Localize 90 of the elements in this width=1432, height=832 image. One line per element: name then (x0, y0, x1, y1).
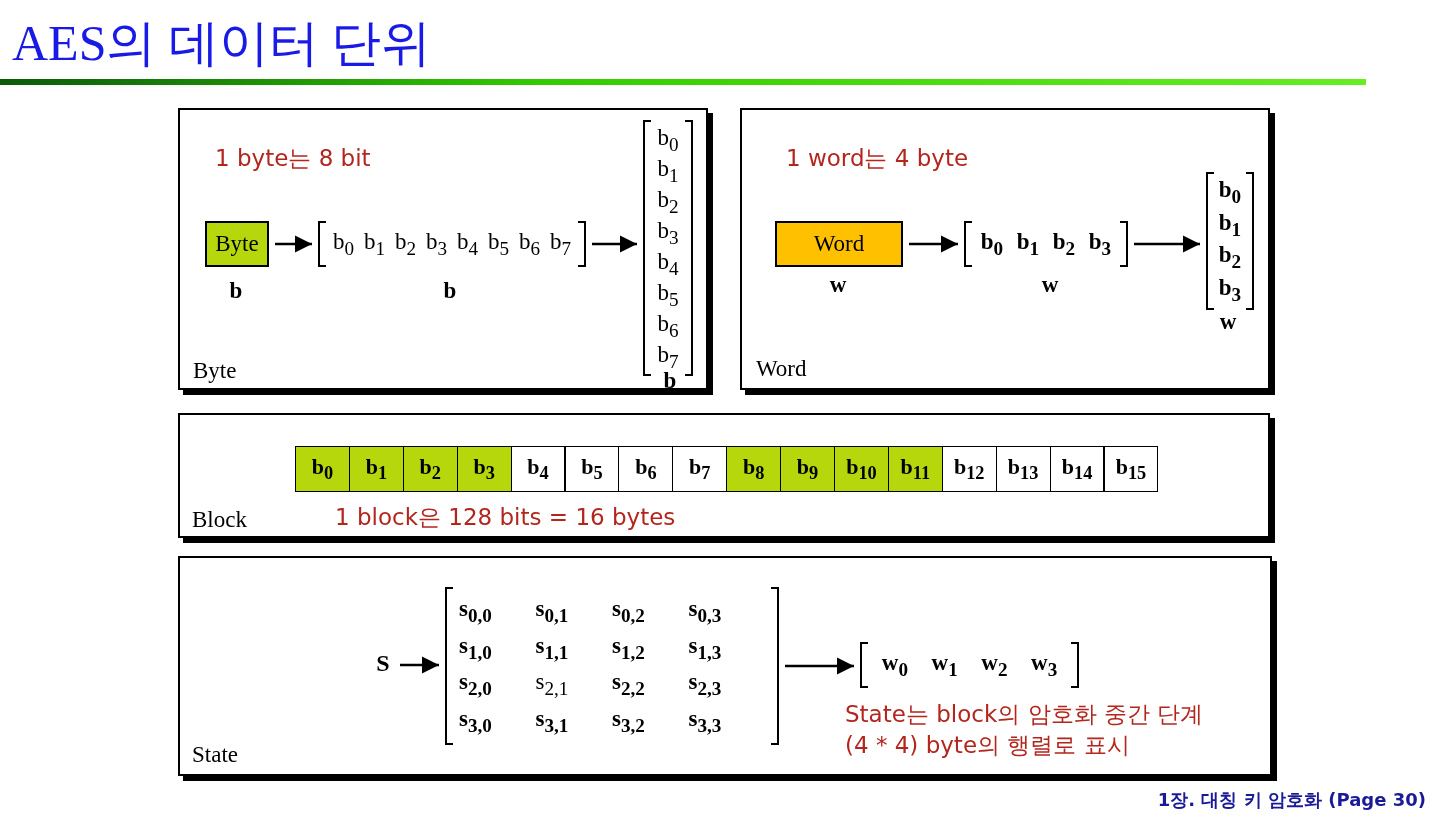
byte-cell: b$_{8}$ (726, 446, 782, 492)
matrix-entry: b$_{2}$ (394, 230, 417, 258)
state-matrix (445, 587, 779, 745)
byte-cell: b$_{7}$ (672, 446, 728, 492)
byte-cell: b$_{3}$ (456, 446, 512, 492)
byte-cell: b$_{11}$ (887, 446, 943, 492)
byte-cell: b$_{13}$ (995, 446, 1051, 492)
matrix-entry: w$_{3}$ (1031, 651, 1058, 679)
panel-title: Word (756, 356, 807, 382)
matrix-entry: s$_{1,2}$ (612, 633, 646, 662)
matrix-entry: s$_{1,1}$ (535, 633, 570, 662)
matrix-entry: s$_{3,3}$ (688, 706, 723, 735)
byte-cell: b$_{9}$ (780, 446, 835, 492)
matrix-entry: b$_{1}$ (657, 156, 679, 185)
arrow (1134, 235, 1200, 253)
page-footer: 1장. 대칭 키 암호화 (Page 30) (1157, 788, 1426, 812)
row-matrix (318, 221, 586, 267)
variable-label: S (372, 650, 394, 680)
matrix-entry: s$_{1,0}$ (459, 633, 493, 662)
matrix-entry: b$_{4}$ (456, 230, 479, 258)
matrix-entry: s$_{2,3}$ (688, 670, 723, 699)
matrix-entry: b$_{3}$ (657, 218, 679, 247)
matrix-entry: b$_{2}$ (1218, 243, 1242, 272)
variable-label: b (663, 368, 677, 394)
matrix-entry: s$_{0,3}$ (688, 597, 723, 626)
byte-cell: b$_{2}$ (402, 446, 458, 492)
matrix-entry: s$_{3,2}$ (612, 706, 646, 735)
matrix-entry: s$_{1,3}$ (688, 633, 723, 662)
matrix-entry: b$_{5}$ (487, 230, 510, 258)
byte-cell: b$_{4}$ (510, 446, 566, 492)
byte-cell: b$_{0}$ (295, 446, 350, 492)
byte-cell: b$_{12}$ (941, 446, 997, 492)
data-box: Word (775, 221, 903, 267)
matrix-entry: w$_{2}$ (981, 651, 1008, 679)
matrix-entry: b$_{1}$ (1218, 210, 1242, 239)
matrix-entry: b$_{0}$ (332, 230, 355, 258)
matrix-entry: b$_{0}$ (657, 125, 679, 154)
variable-label: b (443, 278, 457, 304)
matrix-entry: s$_{0,2}$ (612, 597, 646, 626)
matrix-entry: b$_{1}$ (363, 230, 386, 258)
arrow (592, 235, 637, 253)
matrix-entry: b$_{3}$ (1218, 275, 1242, 304)
matrix-entry: b$_{7}$ (549, 230, 572, 258)
arrow (275, 235, 312, 253)
note-text: State는 block의 암호화 중간 단계 (4 * 4) byte의 행렬로 표시 (845, 700, 1205, 761)
byte-cell: b$_{6}$ (618, 446, 674, 492)
matrix-entry: b$_{4}$ (657, 249, 679, 278)
data-box: Byte (205, 221, 269, 267)
matrix-entry: s$_{2,2}$ (612, 670, 646, 699)
variable-label: b (229, 278, 243, 304)
byte-cell: b$_{15}$ (1103, 446, 1159, 492)
variable-label: w (1219, 309, 1237, 335)
note-text: 1 block은 128 bits = 16 bytes (335, 503, 676, 532)
matrix-entry: w$_{0}$ (881, 651, 908, 679)
arrow (909, 235, 958, 253)
byte-cell: b$_{14}$ (1049, 446, 1105, 492)
row-matrix (964, 221, 1128, 267)
matrix-entry: w$_{1}$ (931, 651, 958, 679)
matrix-entry: s$_{0,1}$ (535, 597, 570, 626)
matrix-entry: s$_{3,0}$ (459, 706, 493, 735)
matrix-entry: b$_{3}$ (1088, 230, 1112, 258)
matrix-entry: b$_{5}$ (657, 280, 679, 309)
panel-title: Byte (193, 358, 237, 384)
byte-cell: b$_{5}$ (564, 446, 620, 492)
matrix-entry: s$_{2,1}$ (535, 670, 570, 699)
row-matrix (860, 642, 1079, 688)
matrix-entry: b$_{6}$ (657, 311, 679, 340)
matrix-entry: b$_{0}$ (1218, 178, 1242, 207)
matrix-entry: b$_{0}$ (980, 230, 1004, 258)
panel-title: State (192, 742, 238, 768)
matrix-entry: b$_{2}$ (1052, 230, 1076, 258)
note-text: 1 word는 4 byte (786, 144, 969, 173)
byte-cell: b$_{10}$ (834, 446, 889, 492)
arrow (785, 657, 854, 675)
matrix-entry: b$_{1}$ (1016, 230, 1040, 258)
slide-title: AES의 데이터 단위 (12, 14, 432, 73)
byte-cell: b$_{1}$ (348, 446, 404, 492)
matrix-entry: b$_{2}$ (657, 187, 679, 216)
matrix-entry: s$_{2,0}$ (459, 670, 493, 699)
matrix-entry: b$_{3}$ (425, 230, 448, 258)
variable-label: w (829, 272, 847, 298)
matrix-entry: s$_{0,0}$ (459, 597, 493, 626)
column-matrix (1206, 172, 1254, 310)
note-text: 1 byte는 8 bit (215, 144, 371, 173)
variable-label: w (1041, 272, 1059, 298)
panel-title: Block (192, 507, 247, 533)
arrow (400, 656, 439, 674)
matrix-entry: b$_{6}$ (518, 230, 541, 258)
matrix-entry: b$_{7}$ (657, 342, 679, 371)
matrix-entry: s$_{3,1}$ (535, 706, 570, 735)
